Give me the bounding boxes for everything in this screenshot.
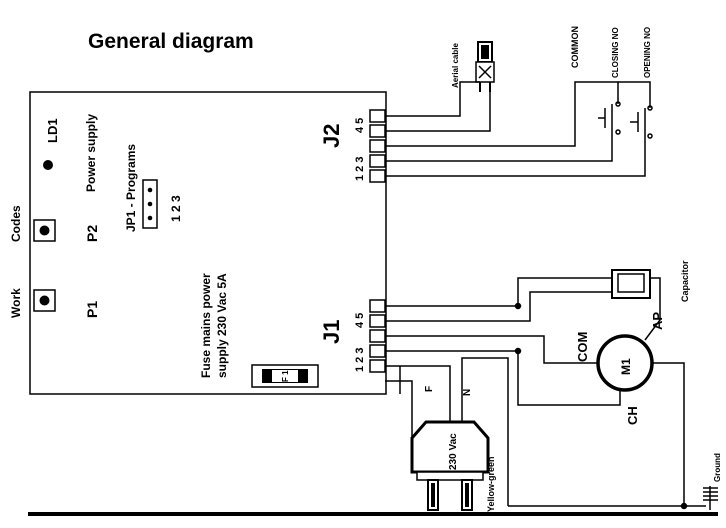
- j2-pins-bottom: 1 2 3: [354, 157, 366, 181]
- j2-label: J2: [319, 124, 344, 148]
- mains-plug-icon: [410, 420, 490, 511]
- opening-no-label: OPENING NO: [643, 27, 652, 78]
- jp1-pin-icon: [147, 215, 153, 221]
- wire-f-label: F: [424, 386, 435, 392]
- bottom-baseline: [28, 512, 718, 516]
- pushbutton-switches-icon: [598, 101, 653, 139]
- codes-label: Codes: [9, 205, 23, 242]
- p1-label: P1: [84, 301, 100, 318]
- ap-label: AP: [650, 312, 665, 330]
- aerial-connector-icon: [475, 41, 495, 92]
- j1-label: J1: [319, 320, 344, 344]
- p2-label: P2: [84, 225, 100, 242]
- wire-n-label: N: [462, 389, 473, 396]
- aerial-cable-label: Aerial cable: [451, 43, 460, 88]
- fuse-mark: F 1: [281, 370, 290, 382]
- j1-pins-bottom: 1 2 3: [354, 348, 366, 372]
- ground-label: Ground: [713, 453, 722, 482]
- led-ld1-icon: [43, 160, 53, 170]
- fuse-label-line2: supply 230 Vac 5A: [215, 273, 229, 378]
- diagram-title: General diagram: [88, 30, 254, 53]
- work-label: Work: [9, 288, 23, 318]
- fuse-label-line1: Fuse mains power: [199, 273, 213, 378]
- control-board: [29, 91, 387, 395]
- p2-button-dot-icon: [39, 225, 50, 236]
- j2-pins-top: 4 5: [354, 118, 366, 133]
- yellow-green-label: Yellow-green: [486, 456, 496, 512]
- common-label: COMMON: [570, 26, 580, 68]
- jp1-pin-icon: [147, 201, 153, 207]
- capacitor-label: Capacitor: [680, 260, 690, 302]
- closing-no-label: CLOSING NO: [611, 27, 620, 78]
- jp1-pin-icon: [147, 187, 153, 193]
- j2-terminal-block: [369, 109, 386, 183]
- ch-label: CH: [625, 406, 640, 425]
- p1-button-dot-icon: [39, 295, 50, 306]
- power-supply-label: Power supply: [84, 114, 98, 192]
- j1-pins-top: 4 5: [354, 313, 366, 328]
- motor-label: M1: [619, 358, 633, 375]
- plug-voltage-label: 230 Vac: [448, 433, 459, 470]
- ld1-label: LD1: [45, 118, 60, 143]
- ground-icon: [703, 486, 718, 510]
- com-label: COM: [575, 332, 590, 362]
- fuse-window-icon: [272, 370, 298, 382]
- capacitor-icon: [611, 269, 651, 299]
- j1-terminal-block: [369, 299, 386, 373]
- jp1-pins-label: 1 2 3: [169, 195, 183, 222]
- wiring: [385, 81, 706, 510]
- jp1-label: JP1 - Programs: [124, 144, 138, 232]
